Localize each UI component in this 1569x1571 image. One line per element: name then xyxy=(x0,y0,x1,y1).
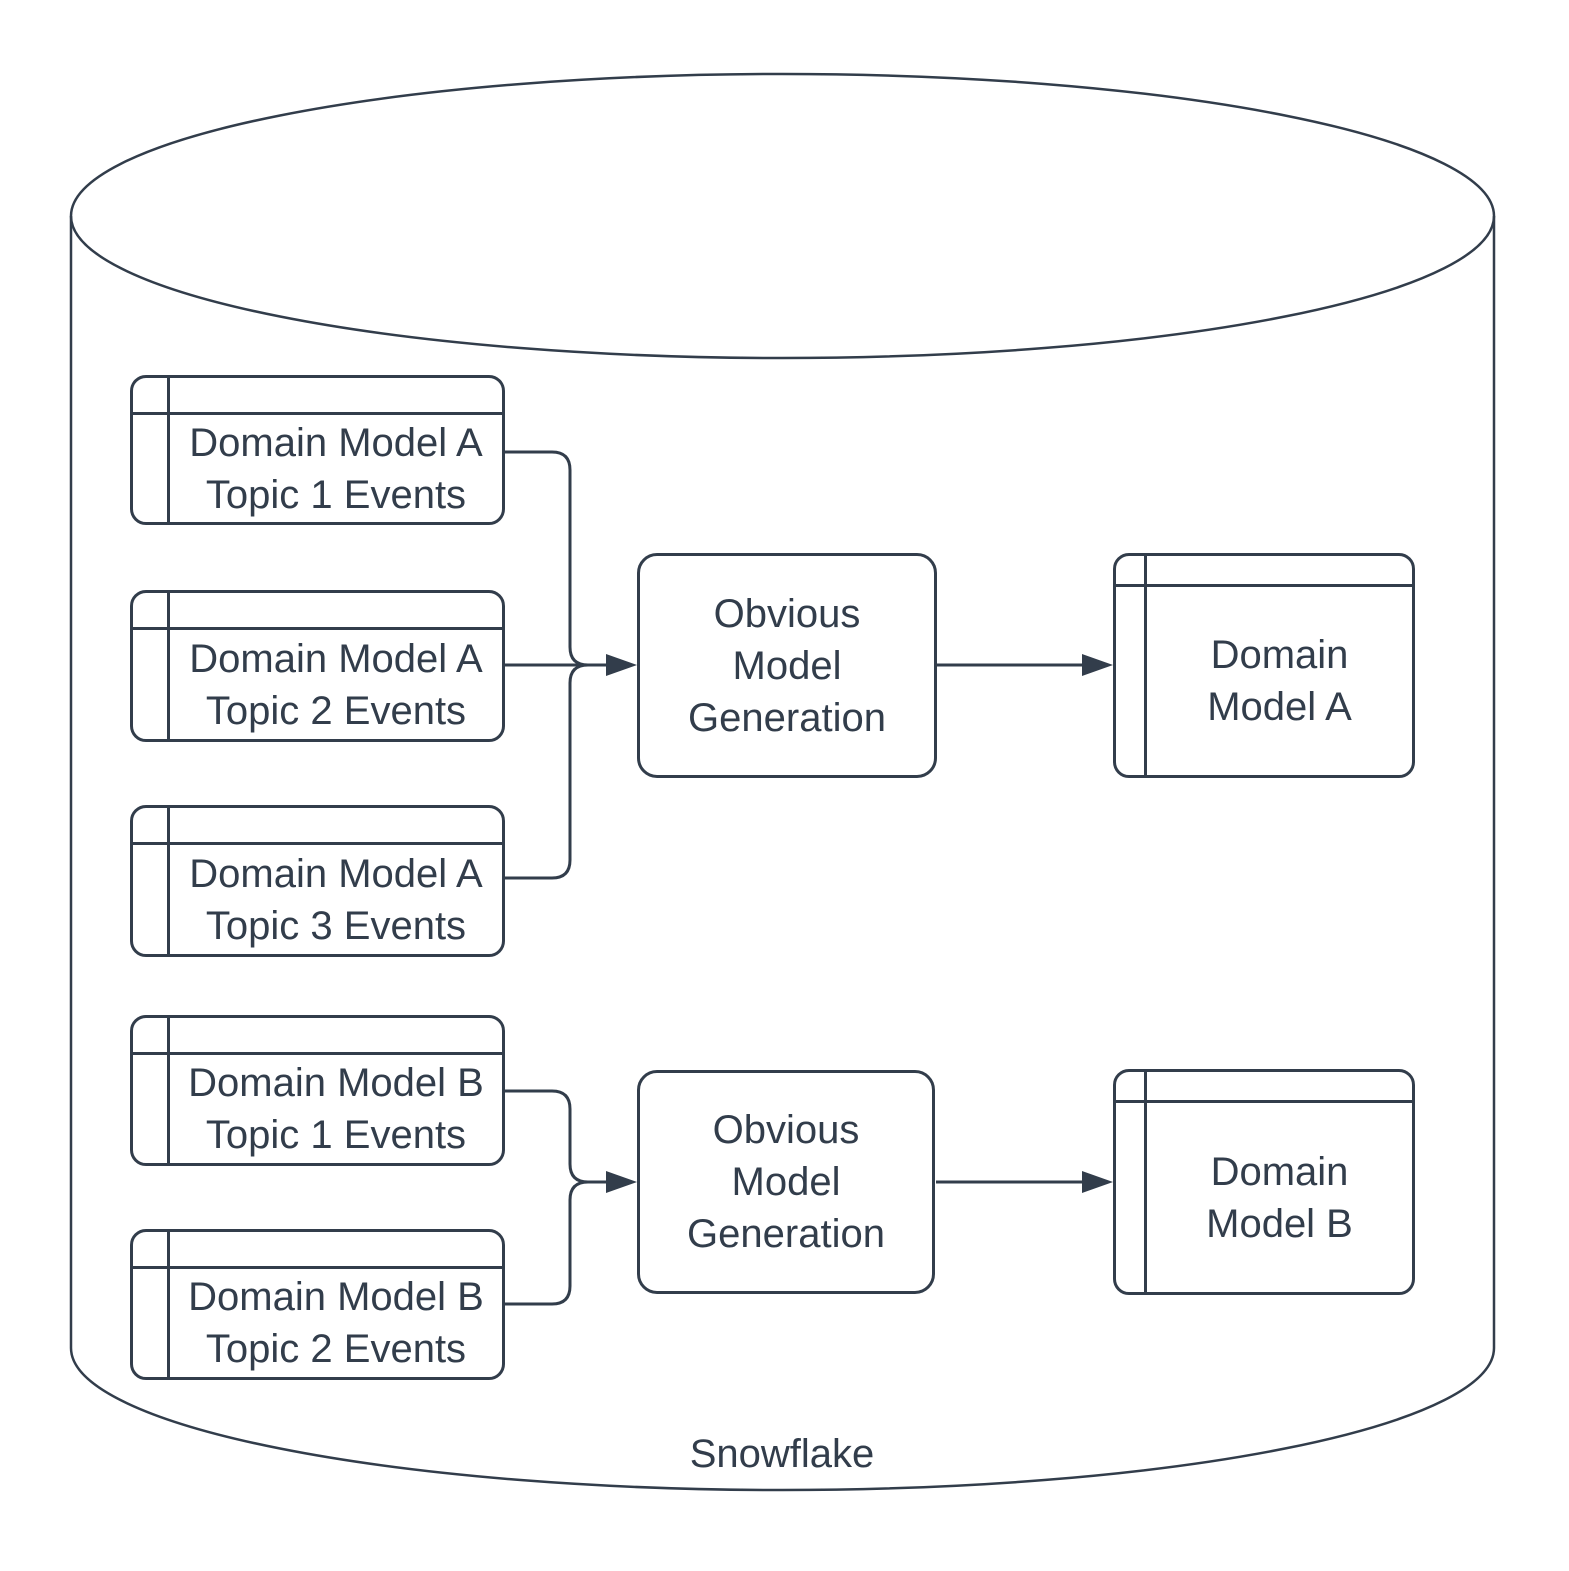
arrowhead-a-into-output xyxy=(1082,654,1113,676)
node-label-line: Topic 2 Events xyxy=(205,1327,467,1371)
node-label-line: Obvious xyxy=(712,1108,860,1152)
node-label: Domain Model A xyxy=(1147,587,1412,775)
table-node-domain-model-b-topic-1-events: Domain Model B Topic 1 Events xyxy=(130,1015,505,1166)
cylinder-label-snowflake: Snowflake xyxy=(689,1432,875,1476)
table-header-row-line xyxy=(133,627,502,630)
connector-a-topic1-to-process xyxy=(505,450,606,667)
process-node-obvious-model-generation-b: Obvious Model Generation xyxy=(637,1070,935,1294)
table-key-column-line xyxy=(167,593,170,739)
node-label-line: Domain Model A xyxy=(189,636,483,681)
node-label: Domain Model B xyxy=(1147,1103,1412,1292)
node-label-line: Domain Model B xyxy=(188,1275,484,1319)
table-header-row-line xyxy=(133,1052,502,1055)
node-label-line: Generation xyxy=(687,1212,885,1256)
snowflake-cylinder-top-rim xyxy=(69,215,1496,360)
node-label-line: Topic 3 Events xyxy=(205,903,467,948)
table-header-row-line xyxy=(133,412,502,415)
node-label-line: Domain xyxy=(1210,633,1349,677)
table-node-domain-model-a-topic-3-events: Domain Model A Topic 3 Events xyxy=(130,805,505,957)
node-label-line: Topic 1 Events xyxy=(205,1113,467,1157)
table-key-column-line xyxy=(1144,1072,1147,1292)
table-header-row-line xyxy=(133,842,502,845)
table-node-domain-model-b: Domain Model B xyxy=(1113,1069,1415,1295)
node-label: Domain Model A Topic 2 Events xyxy=(170,630,502,739)
node-label-line: Model xyxy=(732,643,842,688)
node-label-line: Domain Model A xyxy=(189,420,483,465)
table-node-domain-model-a: Domain Model A xyxy=(1113,553,1415,778)
connector-b-topic2-to-process xyxy=(505,1180,606,1306)
node-label: Domain Model A Topic 3 Events xyxy=(170,845,502,954)
table-key-column-line xyxy=(167,808,170,954)
table-key-column-line xyxy=(167,1018,170,1163)
node-label: Domain Model B Topic 2 Events xyxy=(170,1269,502,1377)
node-label: Domain Model B Topic 1 Events xyxy=(170,1055,502,1163)
table-node-domain-model-b-topic-2-events: Domain Model B Topic 2 Events xyxy=(130,1229,505,1380)
table-key-column-line xyxy=(167,1232,170,1377)
connector-a-topic3-to-process xyxy=(505,663,606,880)
table-header-row-line xyxy=(133,1266,502,1269)
arrowhead-a-into-process xyxy=(606,654,637,676)
node-label-line: Domain Model A xyxy=(189,851,483,896)
node-label-line: Topic 2 Events xyxy=(205,688,467,733)
node-label-line: Model xyxy=(731,1160,841,1204)
table-node-domain-model-a-topic-1-events: Domain Model A Topic 1 Events xyxy=(130,375,505,525)
node-label-line: Domain Model B xyxy=(188,1061,484,1105)
table-node-domain-model-a-topic-2-events: Domain Model A Topic 2 Events xyxy=(130,590,505,742)
arrowhead-b-into-process xyxy=(606,1171,637,1193)
node-label-line: Domain xyxy=(1210,1149,1349,1194)
node-label-line: Generation xyxy=(688,695,886,740)
process-node-obvious-model-generation-a: Obvious Model Generation xyxy=(637,553,937,778)
node-label-line: Model B xyxy=(1206,1201,1353,1246)
snowflake-cylinder-body xyxy=(69,72,1496,1492)
node-label-line: Obvious xyxy=(713,591,861,636)
table-key-column-line xyxy=(167,378,170,522)
connector-b-topic1-to-process xyxy=(505,1089,606,1184)
node-label-line: Model A xyxy=(1207,685,1352,729)
table-header-row-line xyxy=(1116,1100,1412,1103)
table-header-row-line xyxy=(1116,584,1412,587)
table-key-column-line xyxy=(1144,556,1147,775)
arrowhead-b-into-output xyxy=(1082,1171,1113,1193)
node-label: Domain Model A Topic 1 Events xyxy=(170,415,502,522)
node-label-line: Topic 1 Events xyxy=(205,472,467,517)
